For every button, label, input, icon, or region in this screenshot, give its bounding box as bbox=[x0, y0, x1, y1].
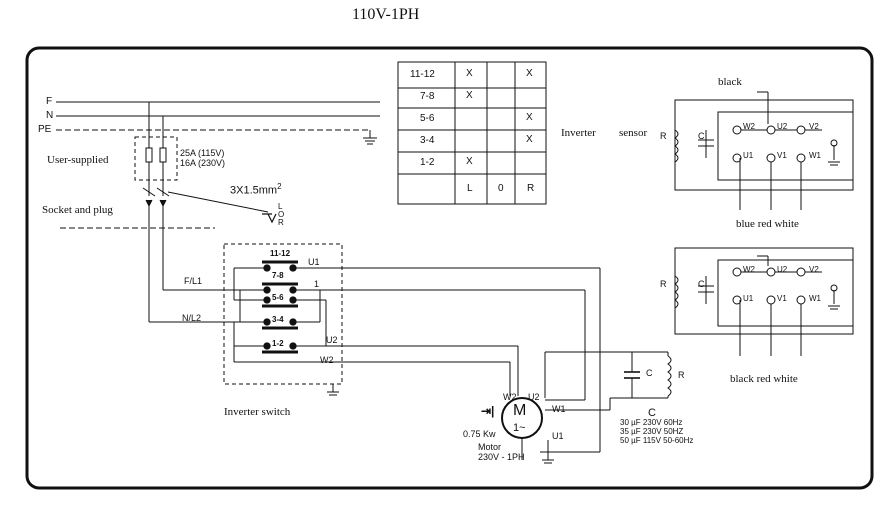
switch-input-nl2: N/L2 bbox=[182, 313, 202, 323]
sensor-label: sensor bbox=[619, 127, 648, 139]
top-box-caption: blue red white bbox=[736, 218, 799, 230]
motor-name: Motor bbox=[478, 442, 502, 452]
truth-row-label: 11-12 bbox=[410, 69, 435, 80]
truth-footer-r: R bbox=[527, 183, 535, 194]
bottom-terminal-v2: V2 bbox=[809, 265, 819, 274]
motor-arrow-icon: ⇥| bbox=[481, 404, 495, 418]
inverter-label: Inverter bbox=[561, 127, 596, 139]
motor-terminal-w2: W2 bbox=[503, 392, 517, 402]
top-box-r: R bbox=[660, 131, 667, 141]
user-supplied-label: User-supplied bbox=[47, 154, 109, 166]
bottom-terminal-w2: W2 bbox=[743, 265, 755, 274]
top-box-heading: black bbox=[718, 76, 742, 88]
truth-cell: X bbox=[466, 90, 473, 101]
supply-lines bbox=[56, 101, 380, 145]
cap-spec-line: 30 µF 230V 60Hz bbox=[620, 418, 683, 427]
bottom-terminal-v1: V1 bbox=[777, 294, 787, 303]
truth-row-label: 7-8 bbox=[420, 91, 435, 102]
switch-input-fl1: F/L1 bbox=[184, 276, 203, 286]
cap-spec-line: 50 µF 115V 50-60Hz bbox=[620, 436, 694, 445]
motor-spec: 230V - 1PH bbox=[478, 452, 525, 462]
top-terminal-u1: U1 bbox=[743, 151, 754, 160]
fuse-rating-230: 16A (230V) bbox=[180, 158, 226, 168]
switch-wiring bbox=[233, 267, 600, 396]
top-terminal-w1: W1 bbox=[809, 151, 821, 160]
bottom-terminal-box bbox=[674, 247, 854, 356]
motor-terminal-u1: U1 bbox=[552, 431, 564, 441]
lor-l: L bbox=[278, 202, 283, 211]
line-n-label: N bbox=[46, 110, 54, 121]
bottom-box-caption: black red white bbox=[730, 373, 798, 385]
switch-terminal-u2: U2 bbox=[326, 335, 338, 345]
contact-label-7-8: 7-8 bbox=[272, 271, 284, 280]
truth-cell: X bbox=[526, 134, 533, 145]
switch-terminal-1: 1 bbox=[314, 279, 320, 289]
cap-r-label: R bbox=[678, 370, 685, 380]
switch-terminal-u1: U1 bbox=[308, 257, 320, 267]
capacitor-network bbox=[624, 352, 672, 398]
switch-contacts bbox=[262, 260, 298, 354]
cable-spec-text: 3X1.5mm bbox=[230, 184, 278, 197]
bottom-terminal-u1: U1 bbox=[743, 294, 754, 303]
truth-footer-o: 0 bbox=[498, 183, 504, 194]
truth-cell: X bbox=[526, 112, 533, 123]
contact-label-5-6: 5-6 bbox=[272, 293, 284, 302]
diagram-frame bbox=[25, 46, 874, 490]
diagram-title: 110V-1PH bbox=[352, 6, 420, 23]
lor-symbol-label: L O R bbox=[278, 203, 284, 227]
fuse-block bbox=[134, 102, 178, 208]
top-box-c: C bbox=[698, 131, 705, 141]
truth-cell: X bbox=[526, 68, 533, 79]
cap-c-label: C bbox=[646, 368, 653, 378]
inverter-switch-box bbox=[223, 243, 343, 385]
contact-label-11-12: 11-12 bbox=[270, 249, 291, 258]
top-terminal-v1: V1 bbox=[777, 151, 787, 160]
motor-symbol: M bbox=[513, 402, 527, 419]
top-terminal-w2: W2 bbox=[743, 122, 755, 131]
motor-wiring bbox=[501, 268, 668, 464]
motor-power: 0.75 Kw bbox=[463, 429, 496, 439]
cable-spec-sup: 2 bbox=[277, 182, 282, 191]
top-terminal-u2: U2 bbox=[777, 122, 788, 131]
motor-terminal-w1: W1 bbox=[552, 404, 566, 414]
truth-row-label: 5-6 bbox=[420, 113, 435, 124]
contact-label-3-4: 3-4 bbox=[272, 315, 284, 324]
cap-spec-heading: C bbox=[648, 407, 656, 419]
truth-footer-l: L bbox=[467, 183, 473, 194]
contact-label-1-2: 1-2 bbox=[272, 339, 284, 348]
motor-terminal-u2: U2 bbox=[528, 392, 540, 402]
bottom-terminal-u2: U2 bbox=[777, 265, 788, 274]
socket-plug-label: Socket and plug bbox=[42, 204, 113, 216]
truth-cell: X bbox=[466, 156, 473, 167]
line-f-label: F bbox=[46, 96, 53, 107]
bottom-box-r: R bbox=[660, 279, 667, 289]
bottom-terminal-w1: W1 bbox=[809, 294, 821, 303]
bottom-box-c: C bbox=[698, 279, 705, 289]
line-pe-label: PE bbox=[38, 124, 52, 135]
fuse-rating-115: 25A (115V) bbox=[180, 148, 225, 158]
lor-r: R bbox=[278, 218, 284, 227]
motor-wave: 1~ bbox=[513, 422, 526, 434]
truth-table-grid bbox=[397, 61, 547, 205]
lor-o: O bbox=[278, 210, 285, 219]
switch-terminal-w2: W2 bbox=[320, 355, 334, 365]
truth-cell: X bbox=[466, 68, 473, 79]
inverter-switch-label: Inverter switch bbox=[224, 406, 291, 418]
cap-spec-line: 35 µF 230V 50HZ bbox=[620, 427, 684, 436]
top-terminal-box bbox=[674, 91, 854, 210]
cable-spec: 3X1.5mm2 bbox=[230, 182, 282, 197]
top-terminal-v2: V2 bbox=[809, 122, 819, 131]
truth-row-label: 3-4 bbox=[420, 135, 435, 146]
truth-row-label: 1-2 bbox=[420, 157, 435, 168]
